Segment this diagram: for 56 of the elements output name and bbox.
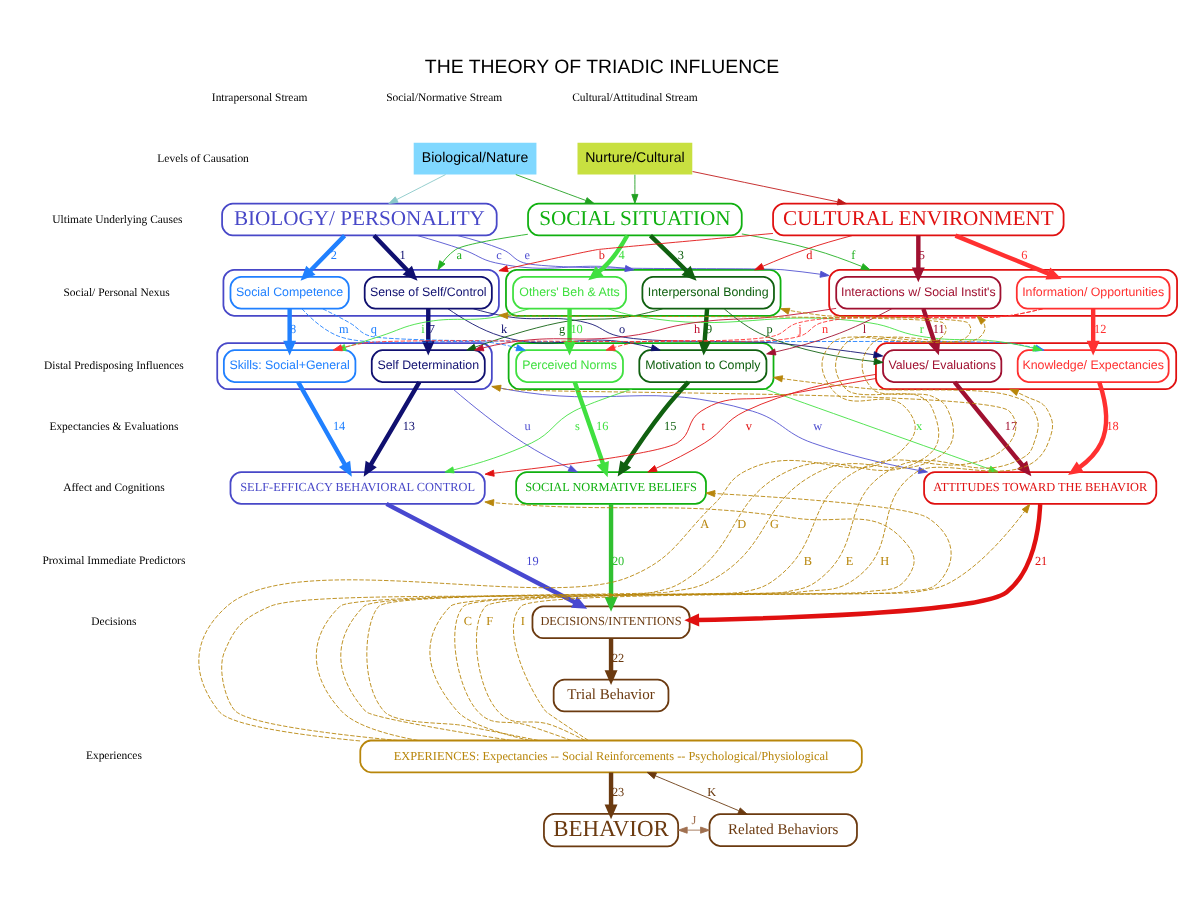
arrow — [474, 306, 837, 351]
arrow — [452, 387, 578, 472]
arrow — [416, 234, 635, 271]
cluster — [222, 268, 500, 316]
arrow — [421, 307, 435, 355]
arrow — [911, 234, 925, 282]
arrow — [648, 233, 697, 280]
arrow — [921, 307, 941, 355]
node-box: BEHAVIOR — [543, 811, 680, 847]
arrow — [604, 503, 618, 611]
arrow — [604, 771, 618, 819]
arrow — [647, 372, 877, 472]
arrow — [388, 173, 446, 204]
arrow — [315, 314, 986, 740]
arrow — [300, 233, 347, 280]
arrow — [563, 307, 576, 355]
arrow — [472, 307, 884, 358]
arrow — [692, 170, 847, 205]
arrow — [513, 502, 1031, 740]
diagram-title: THE THEORY OF TRIADIC INFLUENCE — [424, 55, 780, 78]
arrow — [698, 307, 712, 355]
node-box: SOCIAL SITUATION — [527, 201, 743, 236]
arrow — [491, 384, 928, 473]
arrow — [444, 387, 633, 473]
arrow — [1068, 380, 1109, 475]
arrow — [588, 233, 630, 280]
arrow — [764, 387, 999, 472]
node-box: Related Behaviors — [708, 812, 858, 846]
arrow — [437, 232, 529, 270]
arrow — [283, 307, 297, 355]
arrow — [954, 232, 1062, 279]
arrow — [604, 637, 618, 684]
cluster — [505, 268, 782, 316]
arrow — [498, 232, 774, 272]
arrow — [515, 173, 595, 204]
arrow — [754, 234, 854, 270]
node-box: BIOLOGY/ PERSONALITY — [221, 201, 498, 236]
arrow — [631, 173, 639, 203]
node-box: Trial Behavior — [552, 677, 670, 712]
arrow — [646, 770, 748, 814]
node-box: CULTURAL ENVIRONMENT — [772, 201, 1065, 236]
arrow — [617, 379, 690, 476]
arrow — [296, 380, 352, 476]
arrow — [952, 379, 1032, 476]
arrow — [684, 502, 1043, 626]
arrow — [723, 307, 884, 365]
arrow — [456, 234, 830, 277]
arrow — [484, 377, 877, 476]
arrow — [1086, 307, 1100, 355]
arrow — [677, 825, 710, 833]
arrow — [766, 307, 893, 355]
arrow — [363, 380, 422, 476]
arrow — [385, 500, 588, 608]
arrow — [572, 380, 609, 477]
arrow — [741, 232, 871, 270]
arrow — [372, 233, 418, 280]
